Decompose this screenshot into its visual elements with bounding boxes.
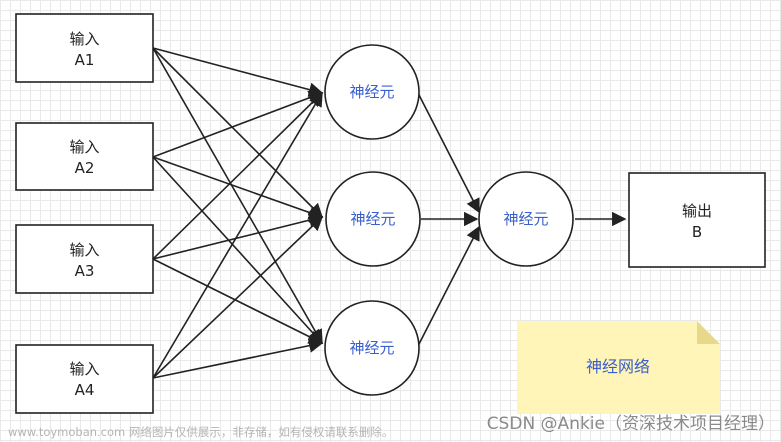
- edge-a1-h2: [152, 47, 324, 219]
- input-box-a2-id: A2: [75, 159, 95, 177]
- input-box-a3: 输入 A3: [15, 224, 154, 294]
- hidden-output-connections: [417, 92, 627, 347]
- input-box-a2-title: 输入: [69, 138, 99, 156]
- input-box-a1-id: A1: [75, 51, 95, 69]
- sticky-note-label: 神经网络: [586, 357, 650, 376]
- hidden-neuron-1-label: 神经元: [349, 83, 394, 101]
- input-box-a4-title: 输入: [69, 360, 99, 378]
- watermark-right: CSDN @Ankie（资深技术项目经理）: [486, 414, 775, 434]
- input-box-a4: 输入 A4: [15, 344, 154, 414]
- edge-h1-out: [417, 92, 480, 214]
- input-box-a3-id: A3: [75, 262, 95, 280]
- edge-a3-h1: [152, 91, 324, 260]
- edge-a2-h1: [152, 90, 324, 158]
- edge-a4-h1: [152, 91, 323, 379]
- hidden-neuron-3-label: 神经元: [349, 339, 394, 357]
- input-box-a2: 输入 A2: [15, 122, 154, 191]
- edge-a1-h1: [152, 47, 324, 97]
- hidden-neuron-3: 神经元: [324, 300, 420, 396]
- output-neuron: 神经元: [478, 171, 574, 267]
- edge-a2-h2: [152, 156, 324, 220]
- hidden-neuron-2: 神经元: [325, 171, 421, 267]
- input-box-a4-id: A4: [75, 381, 95, 399]
- sticky-note-fold: [697, 321, 720, 344]
- input-box-a3-title: 输入: [69, 241, 99, 259]
- output-box-b-id: B: [692, 223, 702, 241]
- edge-a1-h3: [152, 47, 323, 345]
- edge-h3-out: [417, 225, 480, 347]
- input-hidden-connections: [152, 47, 324, 379]
- output-box-b-title: 输出: [682, 202, 712, 220]
- edge-a3-h3: [152, 258, 324, 344]
- output-neuron-label: 神经元: [503, 210, 548, 228]
- hidden-neuron-1: 神经元: [324, 44, 420, 140]
- input-box-a1: 输入 A1: [15, 13, 154, 83]
- output-box-b: 输出 B: [628, 172, 766, 268]
- hidden-neuron-2-label: 神经元: [350, 210, 395, 228]
- watermark-left: www.toymoban.com 网络图片仅供展示，非存储，如有侵权请联系删除。: [8, 425, 394, 439]
- edge-a3-h2: [152, 213, 324, 260]
- edge-a4-h2: [152, 216, 324, 379]
- input-box-a1-title: 输入: [69, 30, 99, 48]
- edge-a4-h3: [152, 338, 324, 379]
- sticky-note: 神经网络: [517, 321, 720, 414]
- edge-a2-h3: [152, 156, 323, 345]
